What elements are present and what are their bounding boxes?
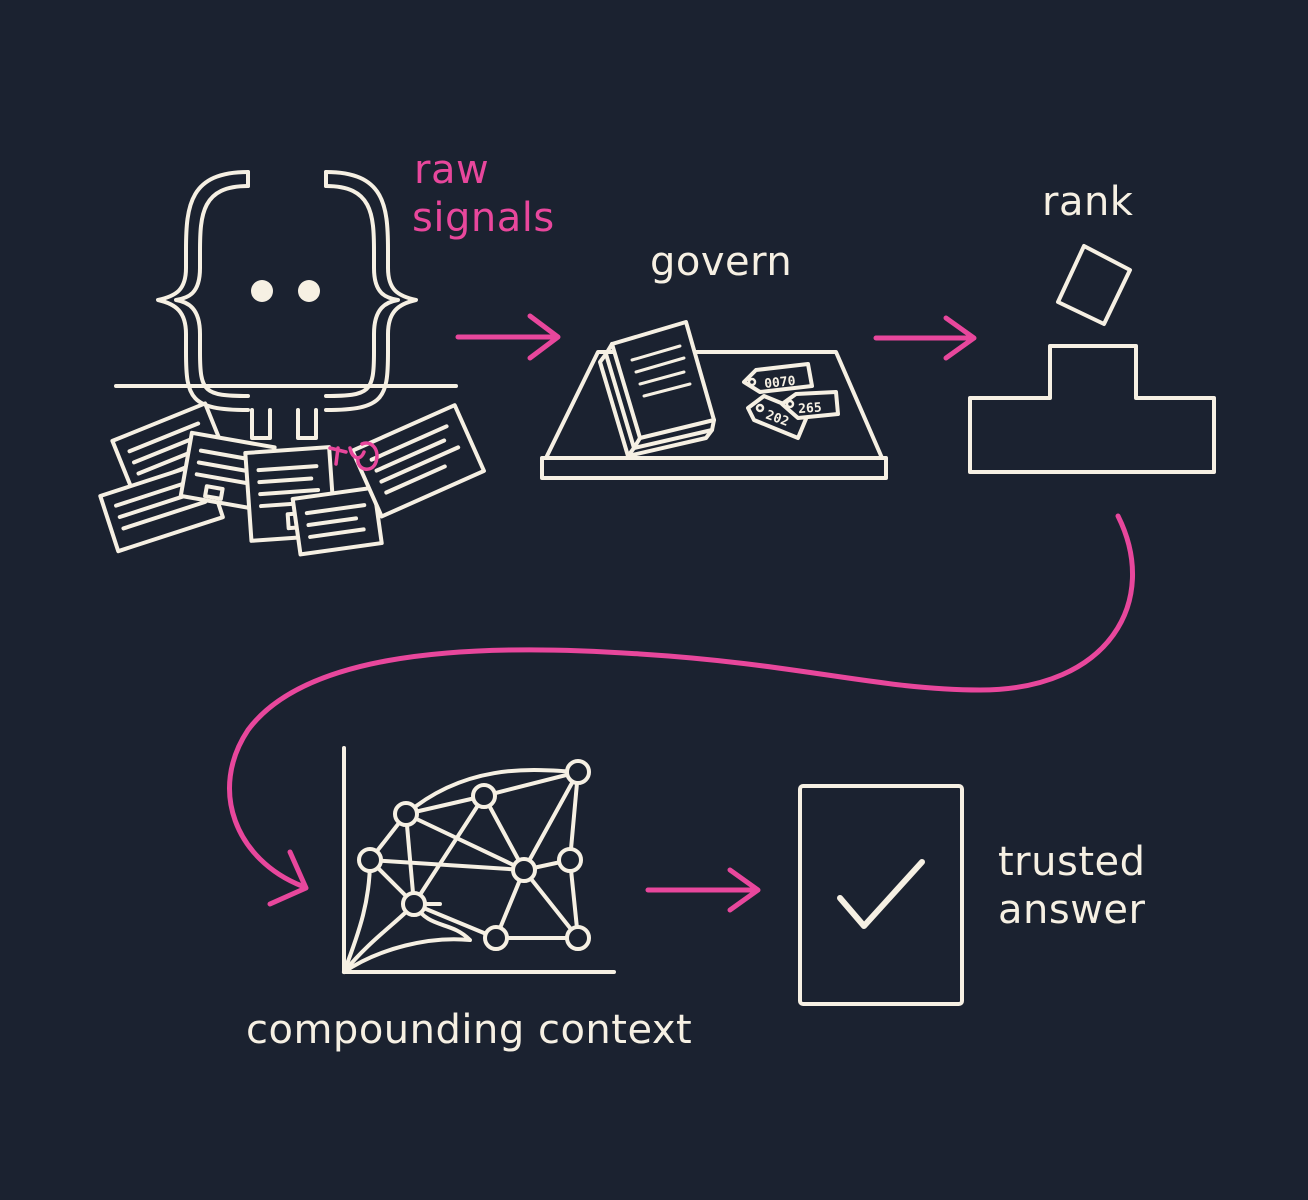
arrow-rank-to-context — [227, 513, 1135, 907]
podium-icon — [968, 244, 1216, 474]
network-graph-icon — [342, 746, 616, 974]
books-table-icon: 0070 202 265 — [540, 320, 888, 480]
arrow-govern-to-rank — [873, 315, 977, 361]
label-trusted-answer-line2: answer — [998, 887, 1146, 933]
right-eye-icon — [298, 280, 320, 302]
label-govern: govern — [650, 239, 793, 285]
checkmark-icon — [837, 859, 925, 929]
scattered-papers-icon — [98, 401, 486, 557]
label-compounding-context: compounding context — [246, 1007, 693, 1053]
tag-label: 265 — [798, 400, 822, 417]
label-raw-signals-line1: raw — [414, 147, 490, 193]
checkmark-document-icon — [798, 784, 964, 1006]
tag-label: 0070 — [764, 374, 797, 392]
arrow-context-to-answer — [645, 867, 761, 913]
arrow-raw-to-govern — [455, 313, 561, 361]
label-raw-signals-line2: signals — [412, 195, 555, 241]
brace-character-icon — [114, 170, 458, 440]
label-trusted-answer-line1: trusted — [998, 839, 1146, 885]
label-rank: rank — [1042, 179, 1134, 225]
left-eye-icon — [251, 280, 273, 302]
